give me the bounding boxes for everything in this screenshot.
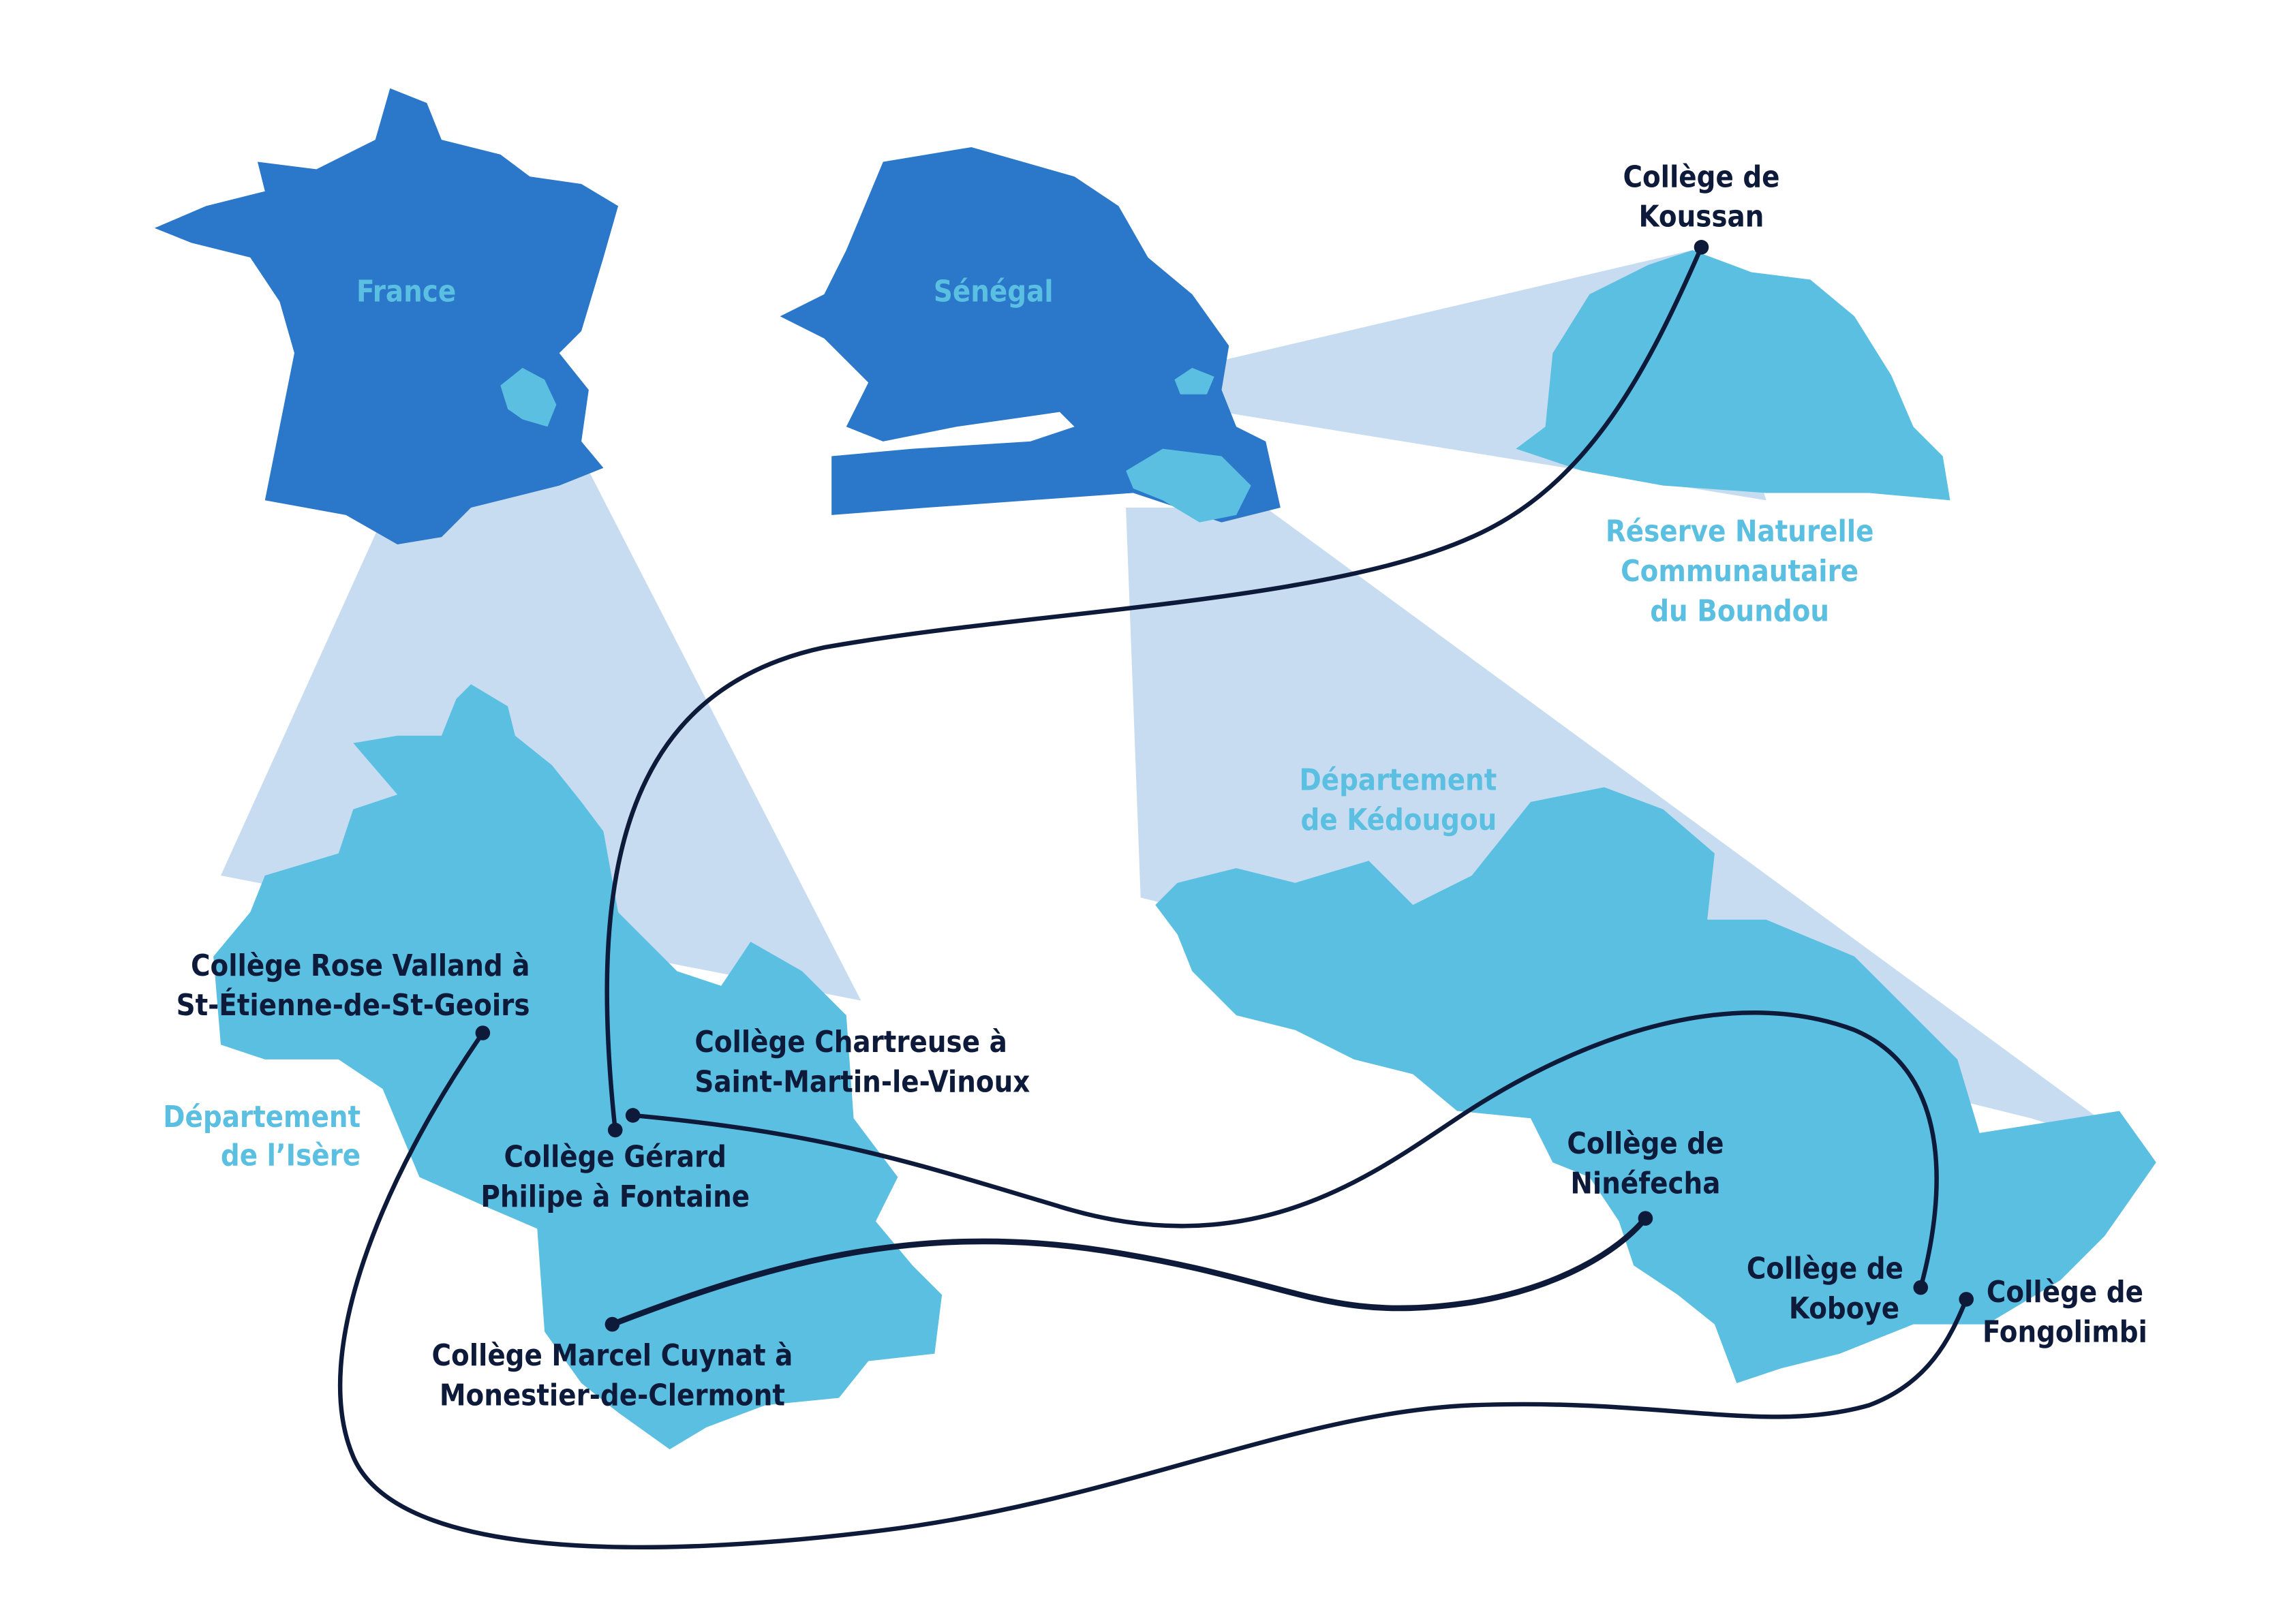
boundou-label-1: Réserve Naturelle xyxy=(1606,515,1874,549)
isere-label-1: Département xyxy=(163,1100,361,1134)
kedougou-label-1: Département xyxy=(1299,764,1497,798)
kedougou-label-2: de Kédougou xyxy=(1301,803,1497,837)
marcel-cuynat-label-1: Collège Marcel Cuynat à xyxy=(432,1339,793,1373)
france-isere-highlight xyxy=(500,367,557,427)
koussan-label-2: Koussan xyxy=(1639,200,1764,234)
marcel-cuynat-label-2: Monestier-de-Clermont xyxy=(440,1378,785,1412)
senegal-map xyxy=(780,146,1281,523)
koussan-marker xyxy=(1694,240,1709,255)
chartreuse-marker xyxy=(625,1108,641,1123)
france-map xyxy=(154,88,619,545)
fongolimbi-label-2: Fongolimbi xyxy=(1983,1316,2147,1350)
rose-valland-marker xyxy=(475,1025,491,1040)
koussan-label-1: Collège de xyxy=(1623,160,1779,194)
koboye-label-1: Collège de xyxy=(1747,1252,1903,1286)
kedougou-region xyxy=(1155,787,2156,1383)
ninefecha-marker xyxy=(1638,1211,1653,1226)
senegal-kedougou-highlight xyxy=(1126,448,1251,523)
koboye-marker xyxy=(1913,1280,1929,1295)
route-chartreuse-koboye xyxy=(630,1010,1939,1290)
isere-label-2: de l’Isère xyxy=(221,1139,361,1173)
fongolimbi-label-1: Collège de xyxy=(1987,1276,2143,1310)
koboye-label-2: Koboye xyxy=(1789,1292,1899,1326)
boundou-label-3: du Boundou xyxy=(1650,594,1829,628)
marcel-cuynat-marker xyxy=(604,1316,620,1332)
chartreuse-label-2: Saint-Martin-le-Vinoux xyxy=(694,1065,1030,1099)
ninefecha-label-1: Collège de xyxy=(1567,1127,1724,1161)
route-rose-fongolimbi xyxy=(338,1030,1969,1549)
rose-valland-label-2: St-Étienne-de-St-Geoirs xyxy=(177,988,530,1023)
senegal-boundou-highlight xyxy=(1174,367,1214,395)
isere-region xyxy=(213,684,943,1450)
rose-valland-label-1: Collège Rose Valland à xyxy=(191,949,530,983)
boundou-label-2: Communautaire xyxy=(1621,555,1858,589)
fongolimbi-marker xyxy=(1959,1292,1974,1307)
gerard-philipe-label-1: Collège Gérard xyxy=(504,1141,726,1175)
gerard-philipe-label-2: Philipe à Fontaine xyxy=(480,1180,750,1214)
chartreuse-label-1: Collège Chartreuse à xyxy=(694,1025,1007,1060)
route-marcel-ninefecha xyxy=(609,1215,1649,1327)
route-gerard-koussan xyxy=(604,245,1704,1132)
gerard-philipe-marker xyxy=(607,1122,623,1138)
senegal-label: Sénégal xyxy=(934,275,1054,309)
france-label: France xyxy=(356,275,456,309)
boundou-region xyxy=(1516,250,1950,501)
ninefecha-label-2: Ninéfecha xyxy=(1570,1166,1720,1201)
